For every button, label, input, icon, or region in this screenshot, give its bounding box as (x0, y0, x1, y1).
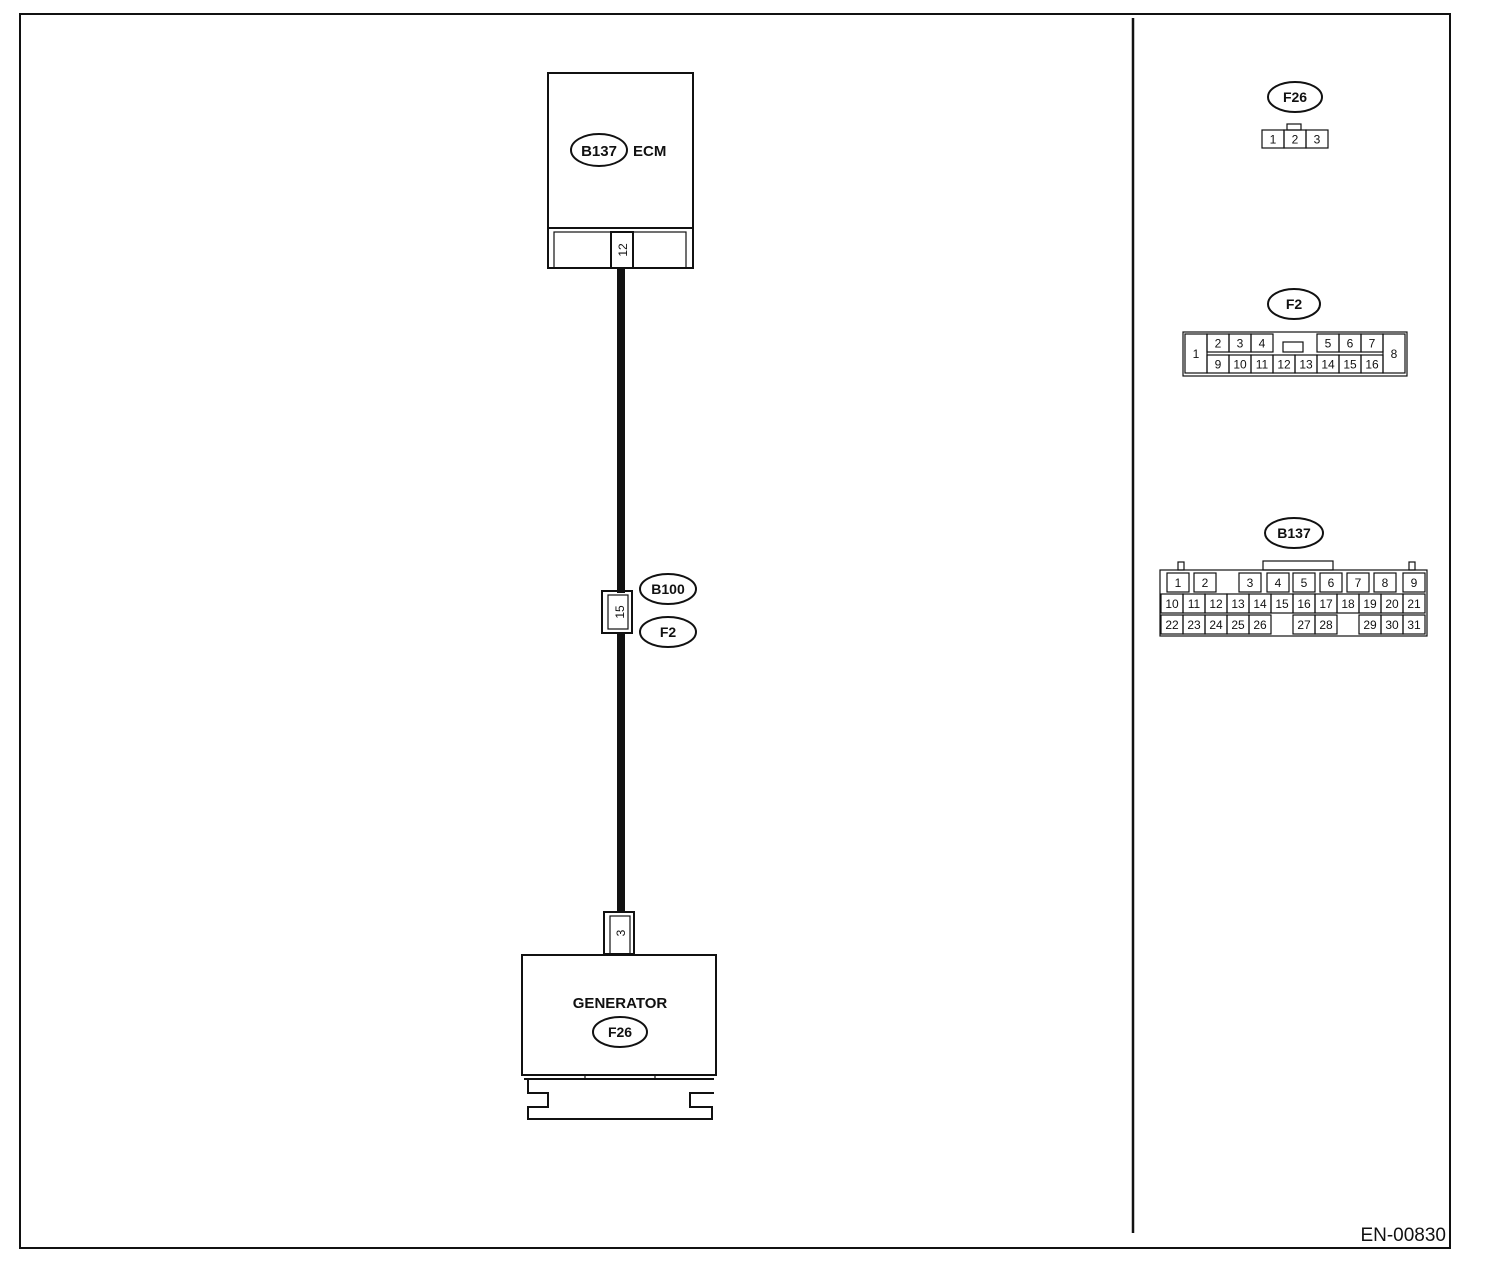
pin-label: 14 (1253, 597, 1267, 611)
generator-pin-label: 3 (614, 929, 628, 936)
pin-label: 2 (1202, 576, 1209, 590)
joint-connector-a-label: B100 (651, 581, 685, 597)
pin-label: 27 (1297, 618, 1311, 632)
pin-cell (1166, 572, 1190, 593)
pin-cell (1382, 333, 1406, 374)
pin-label: 12 (1277, 358, 1291, 372)
joint-connector-a-badge (639, 573, 697, 605)
pin-label: 26 (1253, 618, 1267, 632)
pin-cell (1250, 333, 1274, 353)
pin-label: 11 (1188, 597, 1201, 611)
pin-label: 12 (1209, 597, 1223, 611)
pin-label: 9 (1411, 576, 1418, 590)
pin-label: 1 (1175, 576, 1182, 590)
joint-connector-b-badge (639, 616, 697, 648)
pin-label: 22 (1165, 618, 1179, 632)
pin-label: 14 (1321, 358, 1335, 372)
pin-label: 13 (1299, 358, 1313, 372)
connector-view-f26: F26 1 2 3 (1261, 81, 1329, 149)
generator-connector-label: F26 (608, 1024, 632, 1040)
pin-cell (1346, 572, 1370, 593)
pin-cell (1266, 572, 1290, 593)
pin-label: 25 (1231, 618, 1245, 632)
pin-label: 1 (1193, 347, 1200, 361)
pin-label: 3 (1237, 337, 1244, 351)
pin-label: 3 (1247, 576, 1254, 590)
pin-cell (1292, 572, 1316, 593)
pin-cell (1314, 614, 1338, 635)
f26-title: F26 (1283, 89, 1307, 105)
pin-label: 1 (1270, 133, 1277, 147)
pin-cell (1305, 129, 1329, 149)
pin-label: 28 (1319, 618, 1333, 632)
pin-cell (1402, 593, 1426, 614)
pin-label: 11 (1256, 358, 1269, 372)
pin-label: 16 (1365, 358, 1379, 372)
pin-cell (1360, 354, 1384, 374)
ecm-label: ECM (633, 143, 666, 160)
generator-label: GENERATOR (573, 995, 668, 1012)
pin-label: 17 (1319, 597, 1333, 611)
ecm-module: 12 B137 ECM (547, 72, 694, 269)
pin-label: 2 (1215, 337, 1222, 351)
outer-frame (19, 13, 1451, 1249)
pin-label: 18 (1341, 597, 1355, 611)
pin-cell (1402, 614, 1426, 635)
pin-label: 6 (1328, 576, 1335, 590)
pin-label: 10 (1233, 358, 1247, 372)
pin-label: 29 (1363, 618, 1377, 632)
pin-label: 31 (1407, 618, 1421, 632)
joint-connector: 15 B100 F2 (601, 573, 697, 648)
pin-label: 16 (1297, 597, 1311, 611)
pin-label: 8 (1391, 347, 1398, 361)
pin-label: 19 (1363, 597, 1377, 611)
pin-label: 2 (1292, 133, 1299, 147)
pin-label: 15 (1275, 597, 1289, 611)
pin-label: 30 (1385, 618, 1399, 632)
joint-pin-label: 15 (613, 605, 627, 619)
pin-label: 9 (1215, 358, 1222, 372)
pin-cell (1184, 333, 1208, 374)
b137-title: B137 (1277, 525, 1311, 541)
pin-label: 20 (1385, 597, 1399, 611)
generator-connector-badge (592, 1016, 648, 1048)
pin-label: 7 (1369, 337, 1376, 351)
f2-title: F2 (1286, 296, 1303, 312)
pin-label: 3 (1314, 133, 1321, 147)
ecm-connector-label: B137 (581, 143, 617, 160)
pin-cell (1248, 614, 1272, 635)
pin-label: 5 (1301, 576, 1308, 590)
pin-label: 15 (1343, 358, 1357, 372)
pin-label: 10 (1165, 597, 1179, 611)
pin-label: 4 (1275, 576, 1282, 590)
pin-label: 8 (1382, 576, 1389, 590)
ecm-pin-label: 12 (616, 243, 630, 257)
pin-label: 21 (1407, 597, 1421, 611)
pin-cell (1193, 572, 1217, 593)
pin-label: 13 (1231, 597, 1245, 611)
figure-id: EN-00830 (1360, 1225, 1446, 1246)
pin-label: 7 (1355, 576, 1362, 590)
pin-label: 6 (1347, 337, 1354, 351)
pin-label: 4 (1259, 337, 1266, 351)
pin-cell (1319, 572, 1343, 593)
pin-cell (1238, 572, 1262, 593)
pin-label: 23 (1187, 618, 1201, 632)
pin-cell (1402, 572, 1426, 593)
ground-bracket (524, 1078, 714, 1120)
pin-cell (1373, 572, 1397, 593)
pin-label: 24 (1209, 618, 1223, 632)
generator-module: 3 GENERATOR F26 (521, 911, 717, 1120)
joint-connector-b-label: F2 (660, 624, 677, 640)
pin-label: 5 (1325, 337, 1332, 351)
ecm-connector-badge (570, 133, 628, 167)
